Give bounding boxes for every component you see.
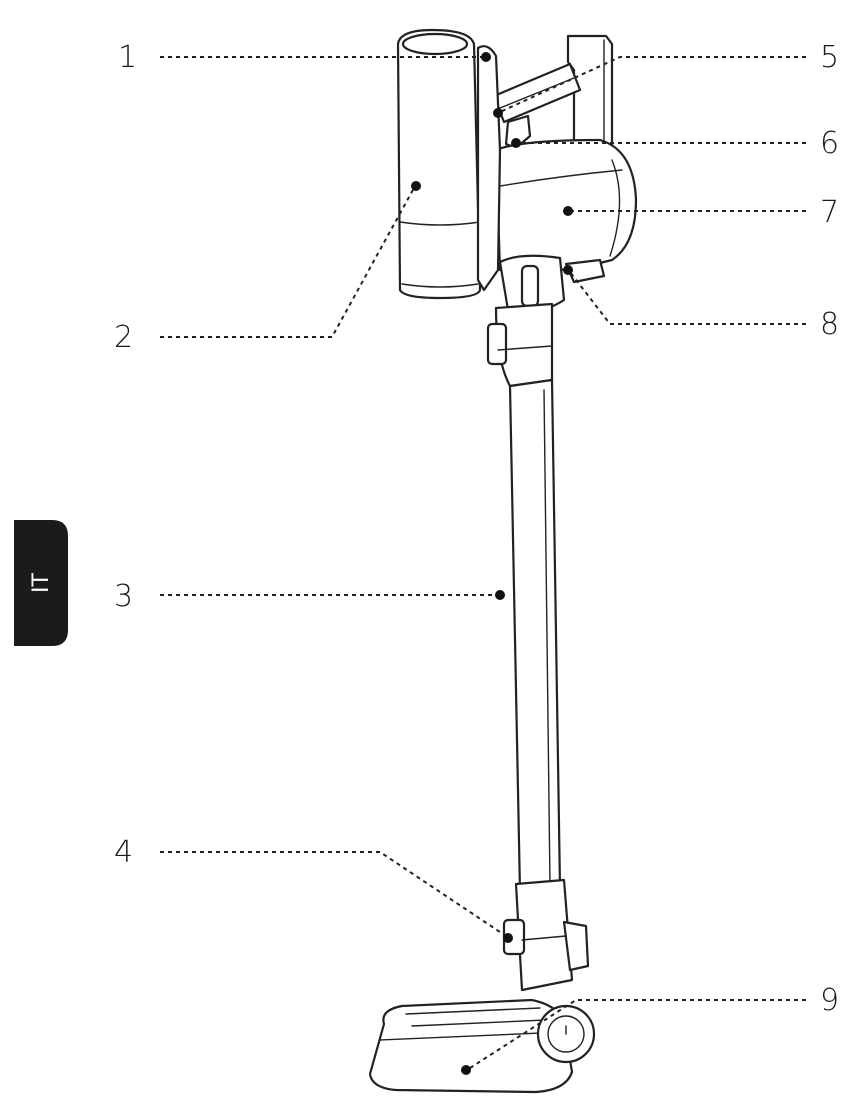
dust-bin: [396, 28, 482, 300]
callout-number-1: 1: [118, 40, 137, 75]
charging-port: [564, 258, 606, 284]
language-tab[interactable]: IT: [14, 520, 68, 646]
bin-release-lever: [476, 45, 502, 292]
floor-head-clip: [562, 920, 590, 972]
callout-number-3: 3: [114, 579, 133, 614]
callout-number-6: 6: [820, 126, 839, 161]
callout-leaders: [160, 52, 806, 1075]
floor-brush-head: [368, 998, 574, 1094]
callout-number-4: 4: [114, 835, 133, 870]
motor-body: [494, 138, 638, 272]
callout-number-7: 7: [820, 195, 839, 230]
callout-number-9: 9: [820, 983, 839, 1018]
language-tab-label: IT: [29, 572, 54, 592]
callout-numbers: 1 2 3 4 5 6 7 8 9: [114, 40, 839, 1018]
callout-number-5: 5: [820, 40, 839, 75]
callout-number-2: 2: [114, 320, 133, 355]
callout-number-8: 8: [820, 307, 839, 342]
vacuum-cleaner-drawing: [368, 28, 638, 1094]
extension-tube: [508, 378, 562, 894]
